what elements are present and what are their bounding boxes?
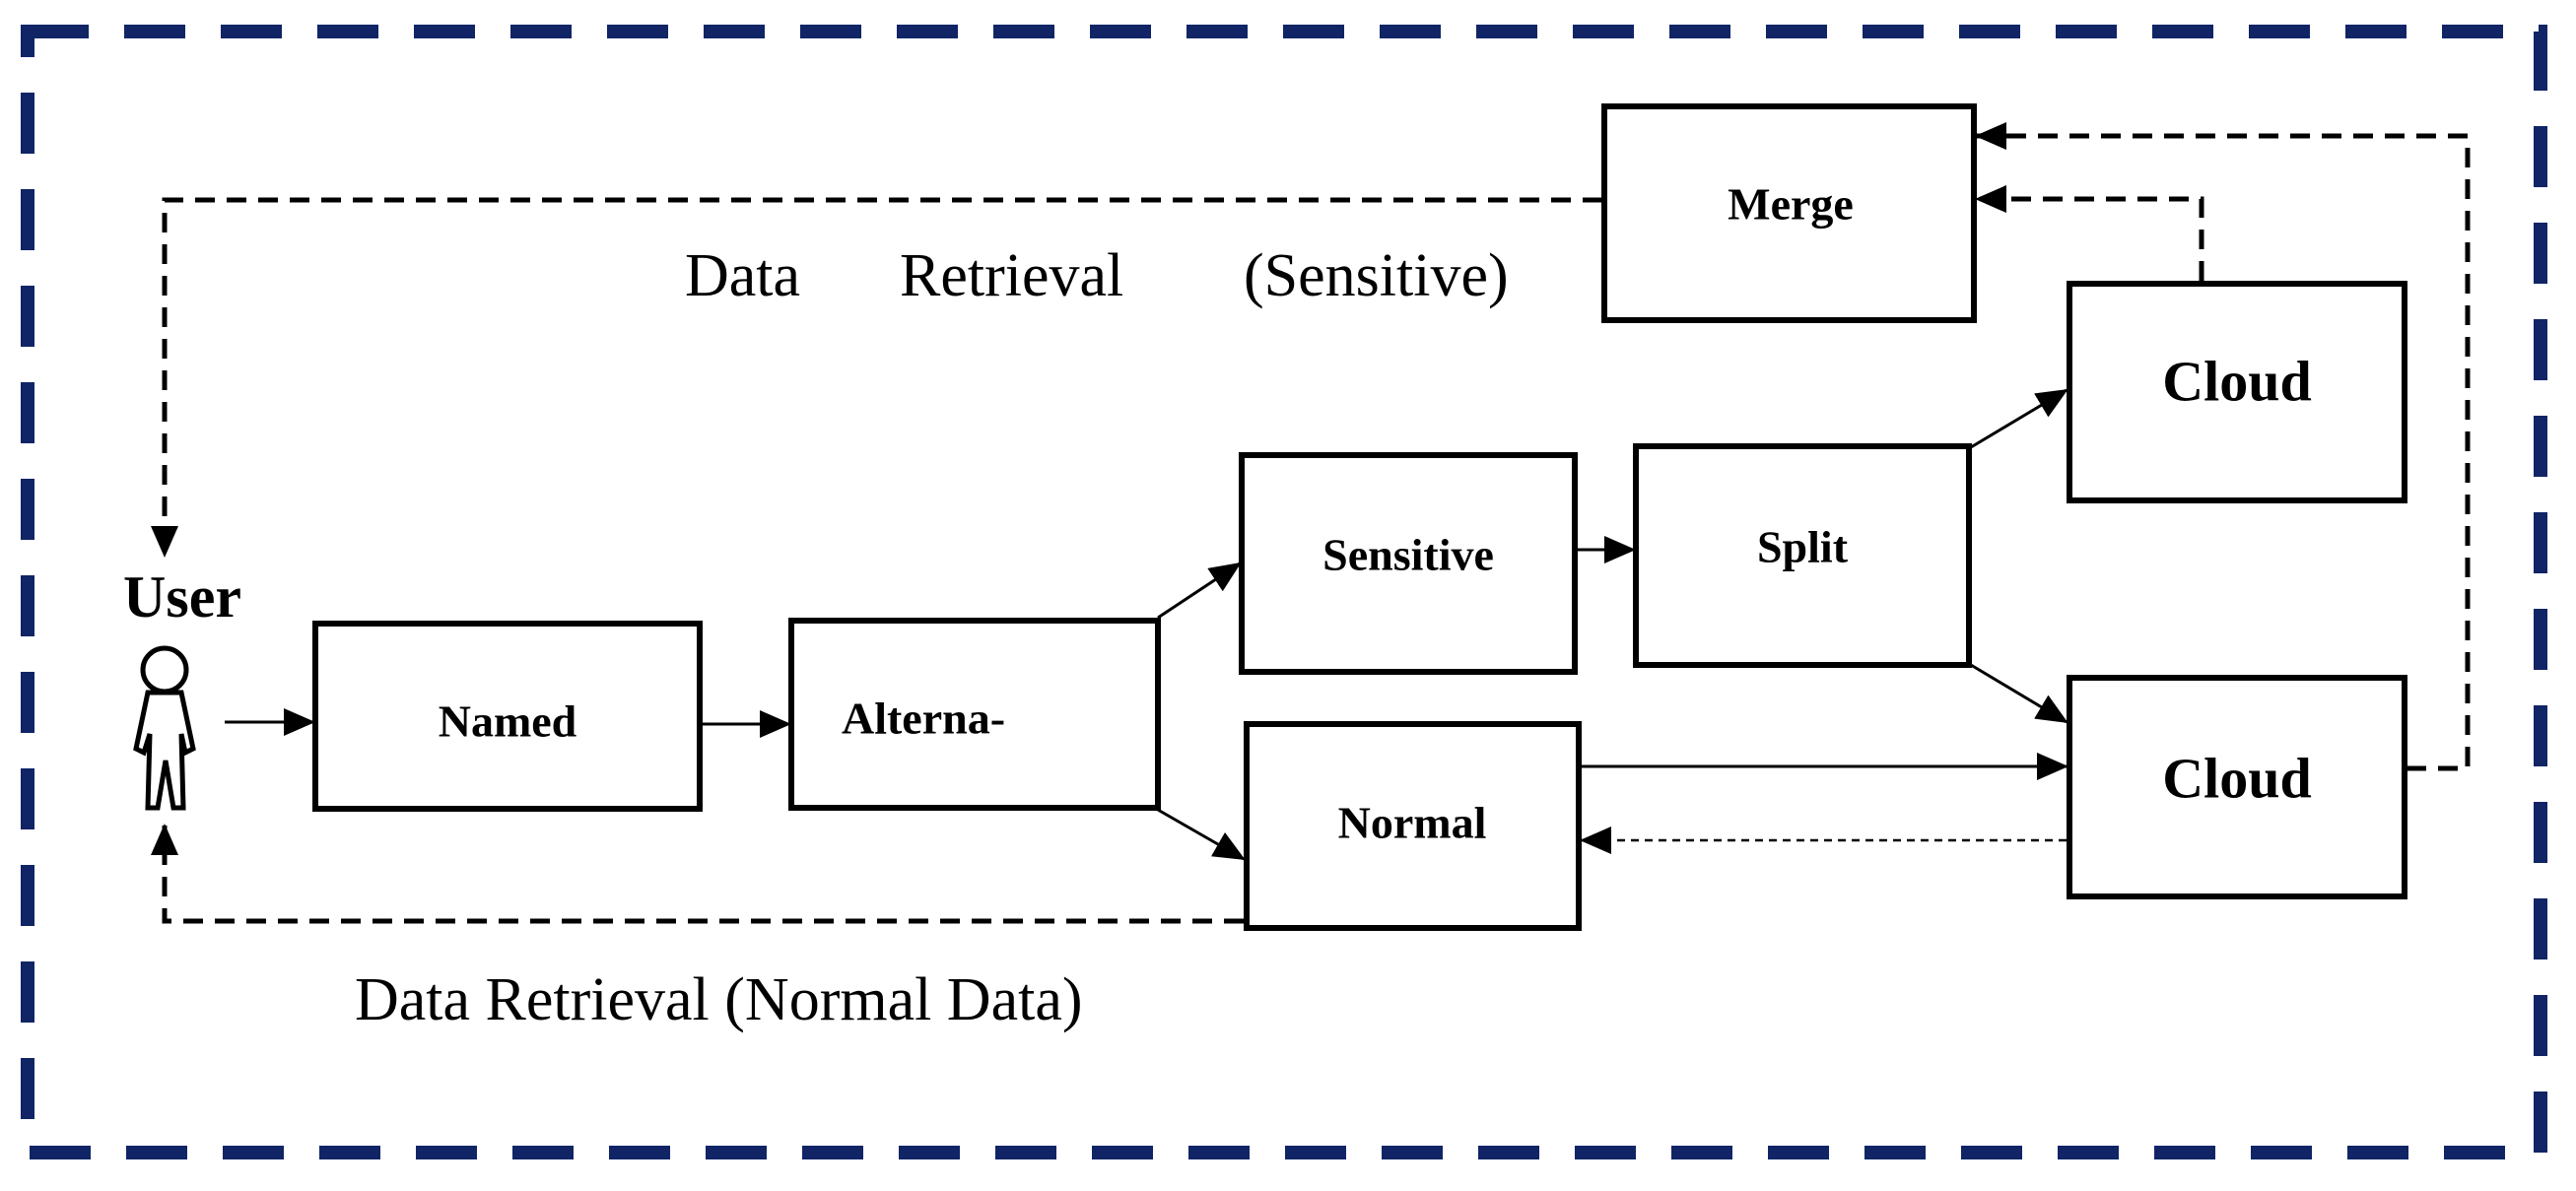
arrow-split-to-cloud-top: [1970, 388, 2068, 449]
node-alterna-label: Alterna-: [842, 694, 1005, 744]
node-alterna: Alterna-: [788, 618, 1161, 811]
node-sensitive: Sensitive: [1239, 452, 1578, 675]
caption-sensitive-retrieval-3: (Sensitive): [1244, 242, 1509, 309]
node-cloud-top-label: Cloud: [2162, 349, 2312, 413]
caption-sensitive-retrieval-1: Data: [685, 242, 800, 309]
node-named-label: Named: [439, 696, 577, 747]
node-split: Split: [1633, 443, 1972, 668]
node-named: Named: [312, 621, 703, 812]
arrow-split-to-cloud-bottom: [1970, 663, 2068, 724]
node-merge: Merge: [1601, 103, 1977, 323]
node-cloud-top: Cloud: [2067, 281, 2407, 503]
node-normal: Normal: [1244, 721, 1582, 931]
arrow-alterna-to-sensitive: [1157, 562, 1242, 620]
node-split-label: Split: [1757, 522, 1849, 572]
caption-normal-retrieval: Data Retrieval (Normal Data): [355, 966, 1083, 1033]
arrow-cloud-top-to-merge: [1975, 185, 2204, 281]
node-sensitive-label: Sensitive: [1322, 530, 1494, 580]
user: User: [123, 564, 241, 811]
node-normal-label: Normal: [1338, 798, 1487, 848]
outer-frame: [21, 25, 2547, 1159]
arrow-merge-to-user: [151, 197, 1602, 558]
caption-sensitive-retrieval-2: Retrieval: [900, 242, 1123, 309]
person-icon: [133, 645, 196, 811]
arrow-normal-to-user: [151, 824, 1244, 924]
node-merge-label: Merge: [1728, 179, 1854, 230]
node-cloud-bottom-label: Cloud: [2162, 746, 2312, 810]
arrow-alterna-to-normal: [1157, 808, 1246, 861]
user-label: User: [123, 564, 241, 629]
node-cloud-bottom: Cloud: [2067, 675, 2407, 899]
